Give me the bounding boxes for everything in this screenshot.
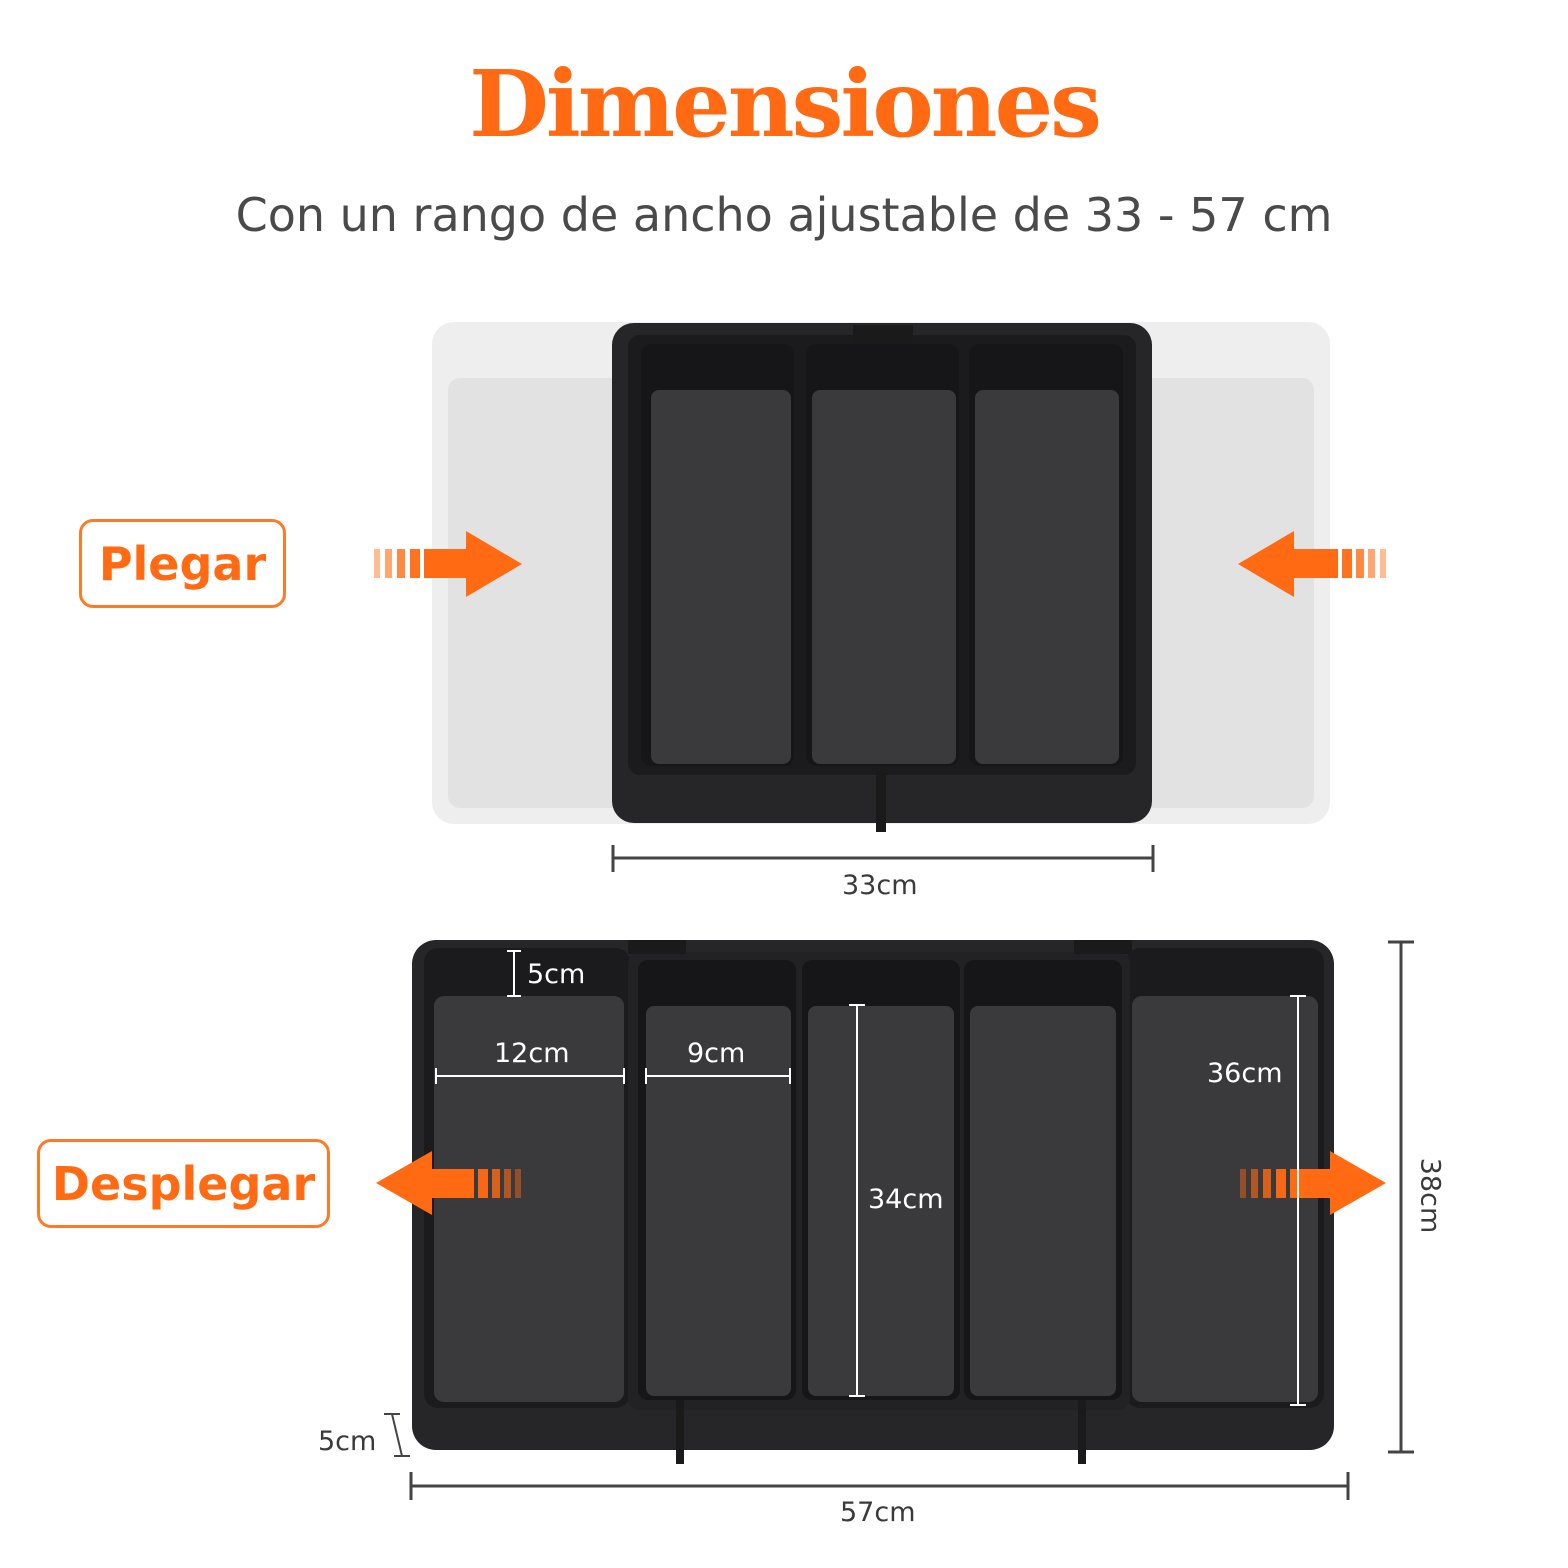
side-length-label: 36cm bbox=[1207, 1058, 1283, 1089]
center-length-label: 34cm bbox=[868, 1184, 944, 1215]
arrow-left-icon bbox=[376, 1151, 521, 1215]
arrow-left-icon bbox=[1238, 531, 1386, 597]
unfold-label: Desplegar bbox=[37, 1139, 330, 1228]
page-title: Dimensiones bbox=[469, 50, 1102, 158]
white-dimension-lines bbox=[435, 950, 1306, 1406]
dark-dimension-lines bbox=[384, 940, 1414, 1500]
collapsed-width-label: 33cm bbox=[842, 870, 918, 901]
collapsed-tray bbox=[612, 323, 1152, 832]
depth-label: 38cm bbox=[1414, 1157, 1446, 1234]
page-subtitle: Con un rango de ancho ajustable de 33 - … bbox=[235, 188, 1333, 242]
fold-label: Plegar bbox=[79, 519, 286, 608]
collapsed-width-line bbox=[611, 845, 1155, 872]
expanded-tray bbox=[412, 940, 1334, 1464]
expanded-width-label: 57cm bbox=[840, 1497, 916, 1528]
arrow-right-icon bbox=[1240, 1151, 1386, 1215]
side-width-label: 12cm bbox=[494, 1038, 570, 1069]
height-side-label: 5cm bbox=[318, 1426, 377, 1457]
arrow-right-icon bbox=[374, 531, 522, 597]
center-width-label: 9cm bbox=[687, 1038, 746, 1069]
height-top-label: 5cm bbox=[527, 959, 586, 990]
